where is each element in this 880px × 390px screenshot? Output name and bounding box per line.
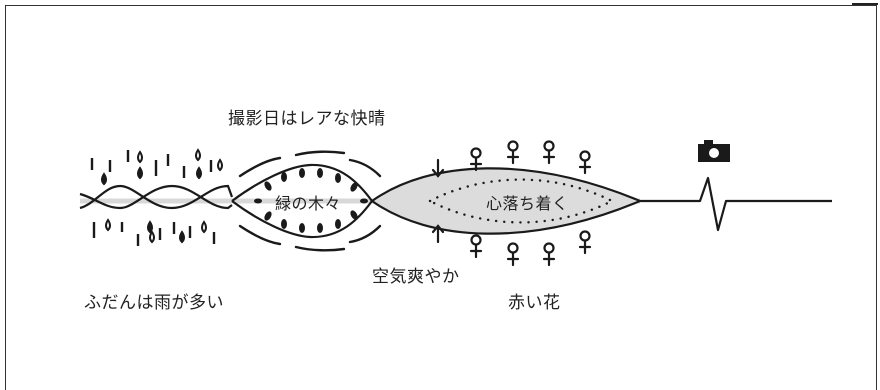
leaf-icon [317,223,323,233]
leaf-icon [299,168,305,178]
leaf-icon [335,219,341,229]
flower-icon [578,230,592,255]
flower-icon [431,224,445,244]
raindrop-icon [196,166,202,180]
leaf-icon [281,219,287,229]
label-red-flowers: 赤い花 [508,293,561,313]
raindrop-icons-top [101,148,223,186]
raindrop-icon [201,220,207,234]
leaf-icon [360,198,368,204]
leaf-icon [335,173,341,183]
flower-icon [506,242,520,267]
label-rain: ふだんは雨が多い [84,293,224,313]
leaf-icon [281,172,287,182]
rain-marks-bottom [92,222,216,246]
leaf-icon [264,211,272,221]
rain-waves [79,184,234,210]
raindrop-icons-bottom [105,218,207,244]
raindrop-icon [137,166,143,180]
corner-mark [852,3,878,5]
label-sunny: 撮影日はレアな快晴 [228,109,386,129]
calm-lens-bottom [371,199,641,235]
flower-icon [578,150,592,175]
raindrop-icon [195,148,201,162]
leaf-icon [350,182,358,192]
leaf-icon [299,223,305,233]
figure-frame [5,5,877,390]
raindrop-icon [147,220,153,234]
flowers-bottom [431,224,592,267]
flower-icon [506,140,520,165]
heartbeat-line [640,176,832,232]
raindrop-icon [105,218,111,232]
wind-stroke-icon [294,150,346,157]
wind-stroke-icon [238,224,282,246]
flower-icon [542,242,556,267]
leaf-marks [254,168,368,233]
flower-icon [431,158,445,178]
raindrop-icon [101,172,107,186]
flower-icon [542,140,556,165]
leaf-icon [264,181,272,191]
camera-icon [698,140,730,162]
label-calm: 心落ち着く [486,194,569,213]
flower-icon [469,147,483,172]
leaf-icon [350,210,358,220]
flower-icon [469,234,483,259]
wind-stroke-icon [348,158,382,178]
raindrop-icon [217,158,223,172]
wind-stroke-icon [294,245,346,252]
wind-strokes [238,150,382,252]
label-green-trees: 緑の木々 [275,194,342,213]
leaf-icon [254,198,262,204]
label-fresh-air: 空気爽やか [372,267,460,287]
raindrop-icon [149,230,155,244]
raindrop-icon [179,230,185,244]
wind-stroke-icon [348,224,382,244]
flowers-top [431,140,592,178]
leaf-icon [317,168,323,178]
rain-marks-top [90,150,213,178]
calm-lens-fill [370,168,640,234]
raindrop-icon [137,150,143,164]
calm-lens-top [371,167,641,203]
wind-stroke-icon [238,156,282,178]
